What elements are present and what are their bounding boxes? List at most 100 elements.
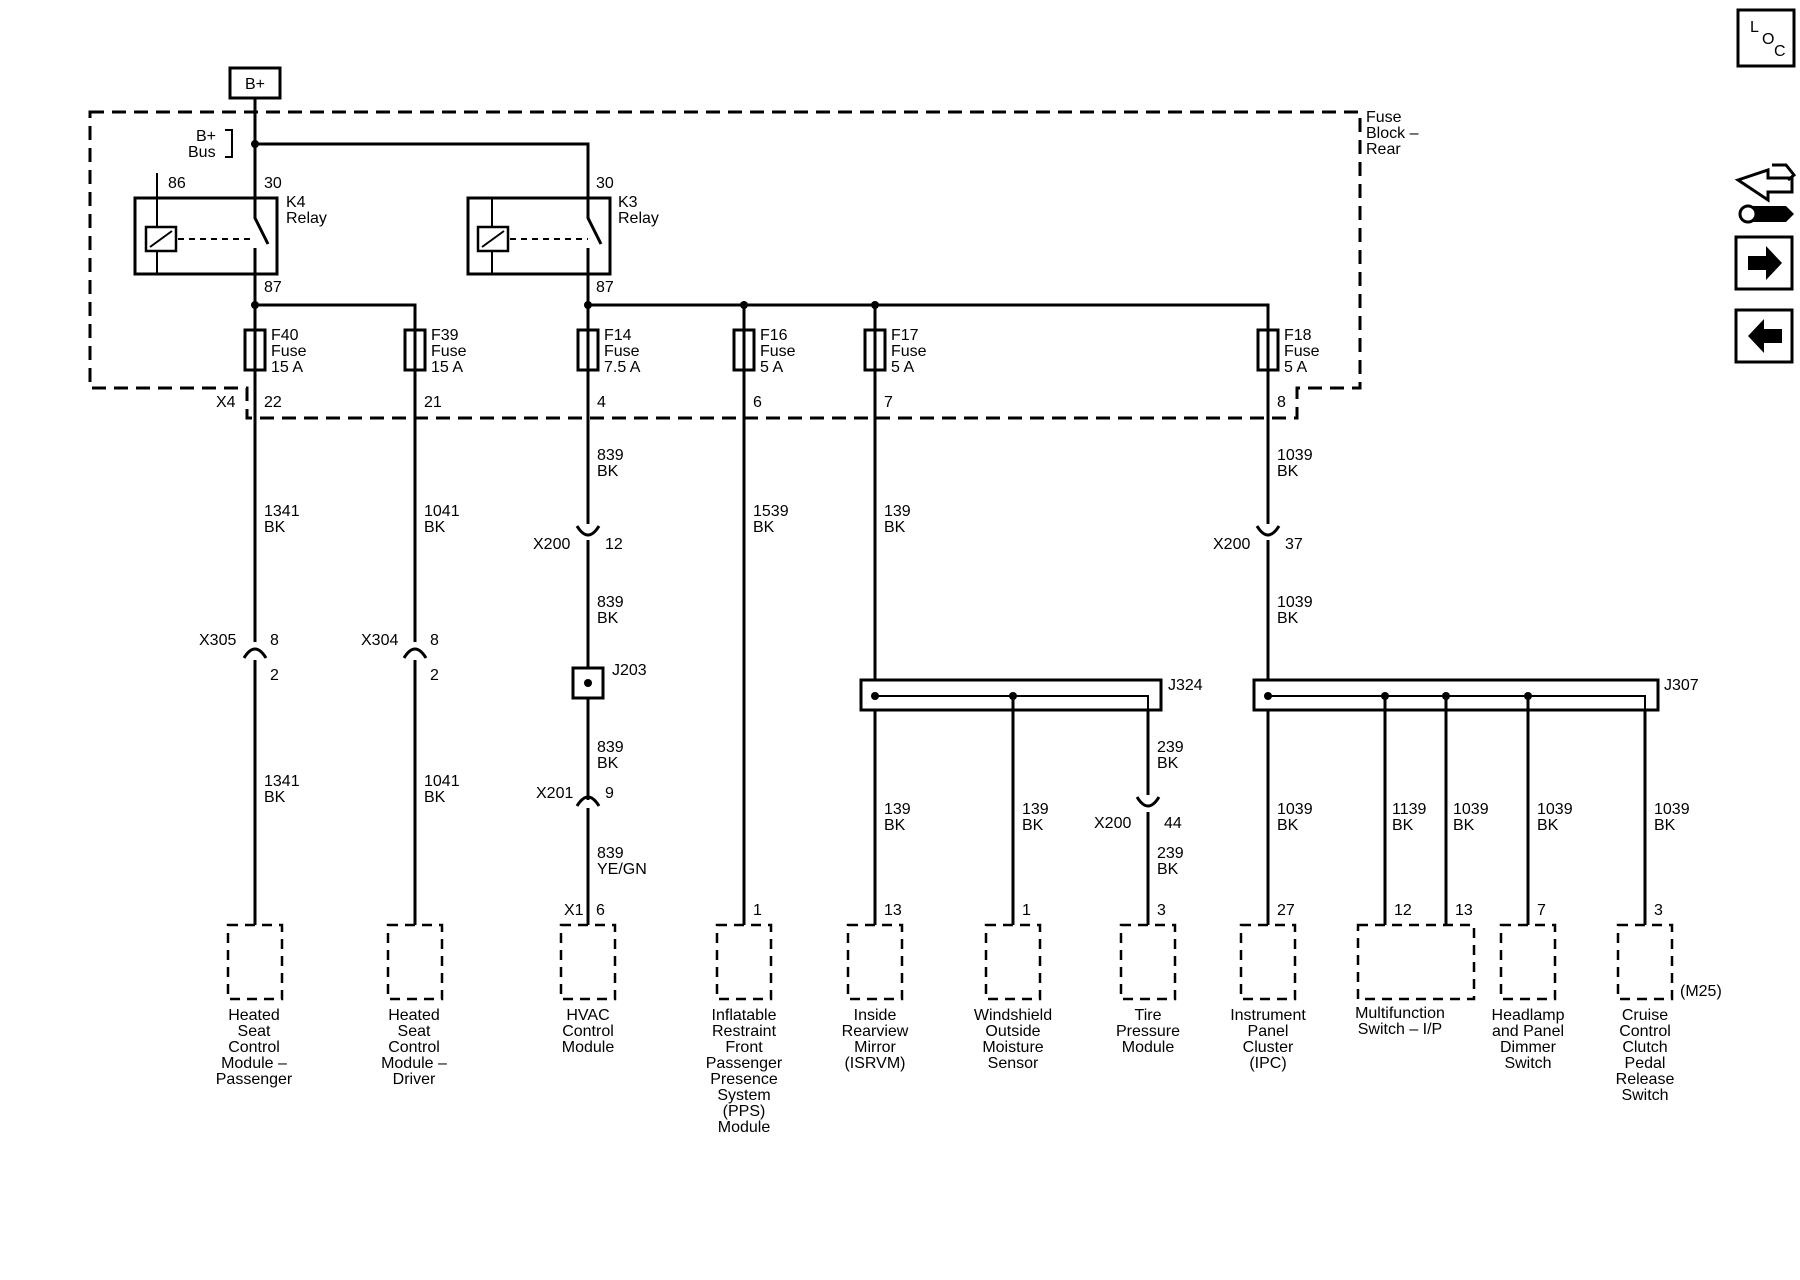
module-label-line: (ISRVM) bbox=[844, 1055, 905, 1072]
fuse-label: Fuse bbox=[760, 343, 796, 360]
module-label-line: Heated bbox=[388, 1007, 440, 1024]
pin-label: 7 bbox=[1537, 902, 1546, 919]
fuse-block-label-line: Rear bbox=[1366, 141, 1401, 158]
connector-name: X200 bbox=[1094, 815, 1131, 832]
pin-label: 44 bbox=[1164, 815, 1182, 832]
module-hvac-control[interactable]: X1 6 HVAC Control Module bbox=[559, 902, 617, 1056]
wire-label: 1341 bbox=[264, 773, 300, 790]
splice-name: J203 bbox=[612, 662, 647, 679]
module-isrvm[interactable]: 13 Inside Rearview Mirror (ISRVM) bbox=[842, 902, 909, 1072]
module-heated-seat-passenger[interactable]: Heated Seat Control Module – Passenger bbox=[216, 923, 293, 1088]
fuse-label: Fuse bbox=[271, 343, 307, 360]
fuse-block-label-line: Block – bbox=[1366, 125, 1419, 142]
module-label-line: Module – bbox=[221, 1055, 287, 1072]
module-label-line: Cluster bbox=[1243, 1039, 1294, 1056]
loc-glyph: L bbox=[1750, 19, 1759, 36]
pin-label: 4 bbox=[597, 394, 606, 411]
wire-label: 839 bbox=[597, 594, 624, 611]
wire-label: BK bbox=[1277, 463, 1299, 480]
connector-name: X201 bbox=[536, 785, 573, 802]
module-label-line: Presence bbox=[710, 1071, 778, 1088]
module-label-line: Release bbox=[1616, 1071, 1675, 1088]
wire-label: BK bbox=[1453, 817, 1475, 834]
pin-label: 3 bbox=[1157, 902, 1166, 919]
fuse-label: Fuse bbox=[1284, 343, 1320, 360]
connector-symbol bbox=[575, 795, 601, 807]
splice-name: J307 bbox=[1664, 677, 1699, 694]
module-pps[interactable]: 1 Inflatable Restraint Front Passenger P… bbox=[706, 902, 783, 1136]
module-label-line: System bbox=[717, 1087, 770, 1104]
wire-label: BK bbox=[264, 519, 286, 536]
module-label-line: Front bbox=[725, 1039, 763, 1056]
module-label-line: Cruise bbox=[1622, 1007, 1668, 1024]
fuse-label: Fuse bbox=[604, 343, 640, 360]
wire-label: BK bbox=[1654, 817, 1676, 834]
module-label-line: Moisture bbox=[982, 1039, 1043, 1056]
connector-name: X304 bbox=[361, 632, 398, 649]
power-label: B+ bbox=[245, 76, 265, 93]
arrow-right-icon bbox=[1748, 246, 1782, 280]
x4-connector: X4 22 21 4 6 7 8 bbox=[216, 394, 1286, 411]
connector-name: X200 bbox=[1213, 536, 1250, 553]
connector-symbol bbox=[575, 525, 601, 537]
loc-glyph: C bbox=[1774, 43, 1786, 60]
module-moisture-sensor[interactable]: 1 Windshield Outside Moisture Sensor bbox=[974, 902, 1052, 1072]
module-label-line: Inflatable bbox=[712, 1007, 777, 1024]
wire-label: BK bbox=[597, 463, 619, 480]
circuit-1341: 1341 BK X305 8 2 1341 BK bbox=[199, 370, 300, 925]
relay-name: Relay bbox=[618, 210, 659, 227]
module-headlamp-dimmer[interactable]: 7 Headlamp and Panel Dimmer Switch bbox=[1492, 902, 1565, 1072]
connector-symbol bbox=[1255, 525, 1281, 537]
wire-label: BK bbox=[1022, 817, 1044, 834]
module-multifunction-switch[interactable]: 12 13 Multifunction Switch – I/P bbox=[1355, 902, 1476, 1038]
wire-label: BK bbox=[1157, 755, 1179, 772]
wire-label: 839 bbox=[597, 447, 624, 464]
relay-name: K4 bbox=[286, 194, 306, 211]
wire-label: 1039 bbox=[1654, 801, 1690, 818]
module-label-line: Dimmer bbox=[1500, 1039, 1557, 1056]
module-label-line: Inside bbox=[854, 1007, 897, 1024]
module-ipc[interactable]: 27 Instrument Panel Cluster (IPC) bbox=[1230, 902, 1306, 1072]
wire-label: BK bbox=[753, 519, 775, 536]
wire-label: 1039 bbox=[1537, 801, 1573, 818]
wire-label: 139 bbox=[884, 503, 911, 520]
module-label-line: (PPS) bbox=[723, 1103, 766, 1120]
module-label-line: HVAC bbox=[566, 1007, 609, 1024]
component-view-button[interactable] bbox=[1734, 163, 1797, 224]
bus-bracket bbox=[225, 129, 233, 158]
next-page-button[interactable] bbox=[1734, 235, 1794, 291]
pin-label: 27 bbox=[1277, 902, 1295, 919]
pin-label: 8 bbox=[430, 632, 439, 649]
k4-output-bus bbox=[253, 274, 417, 330]
module-label-line: Restraint bbox=[712, 1023, 777, 1040]
module-cruise-clutch-switch[interactable]: 3 (M25) Cruise Control Clutch Pedal Rele… bbox=[1616, 902, 1722, 1104]
splice-dot bbox=[251, 140, 259, 148]
module-heated-seat-driver[interactable]: Heated Seat Control Module – Driver bbox=[381, 923, 447, 1088]
wire-label: 139 bbox=[884, 801, 911, 818]
relay-pin-label: 86 bbox=[168, 175, 186, 192]
wire-label: 1041 bbox=[424, 503, 460, 520]
wire-label: 1041 bbox=[424, 773, 460, 790]
module-label-line: Seat bbox=[398, 1023, 431, 1040]
fuse-label: 7.5 A bbox=[604, 359, 641, 376]
module-label-line: Instrument bbox=[1230, 1007, 1306, 1024]
location-button[interactable]: L O C bbox=[1736, 8, 1796, 68]
previous-page-button[interactable] bbox=[1734, 308, 1794, 364]
wire-label: 839 bbox=[597, 739, 624, 756]
module-label-line: Switch – I/P bbox=[1358, 1021, 1442, 1038]
splice-name: J324 bbox=[1168, 677, 1203, 694]
wire-label: YE/GN bbox=[597, 861, 647, 878]
module-label-line: Tire bbox=[1135, 1007, 1162, 1024]
fuse-label: 15 A bbox=[271, 359, 303, 376]
k3-relay: 30 K3 Relay 87 bbox=[466, 175, 659, 296]
wire-label: 139 bbox=[1022, 801, 1049, 818]
circuit-1041: 1041 BK X304 8 2 1041 BK bbox=[361, 370, 460, 925]
pin-label: 8 bbox=[1277, 394, 1286, 411]
wire-label: BK bbox=[884, 519, 906, 536]
pin-label: 13 bbox=[1455, 902, 1473, 919]
module-tire-pressure[interactable]: 3 Tire Pressure Module bbox=[1116, 902, 1180, 1056]
pin-label: 1 bbox=[753, 902, 762, 919]
pin-label: 12 bbox=[1394, 902, 1412, 919]
connector-name: X4 bbox=[216, 394, 236, 411]
